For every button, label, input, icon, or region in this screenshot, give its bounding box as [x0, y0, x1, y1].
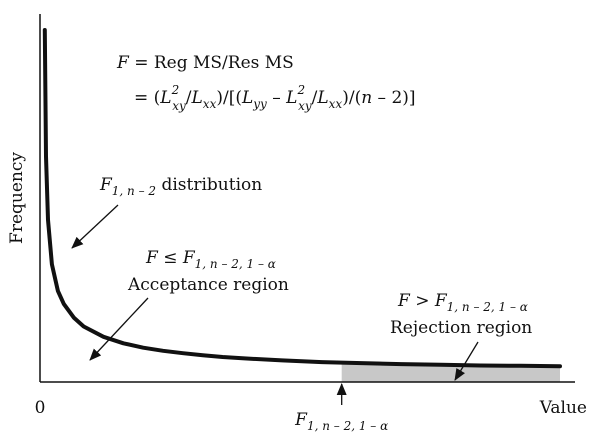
rejection-arrow [454, 341, 479, 381]
rejection-region-label: Rejection region [390, 318, 532, 338]
x-axis-label: Value [539, 398, 587, 418]
y-axis-label: Frequency [7, 152, 27, 244]
density-curve [42, 28, 562, 369]
distribution-arrow [71, 204, 119, 249]
rejection-condition-label: F > F1, n – 2, 1 – α [397, 291, 528, 314]
equation-line-1: F = Reg MS/Res MS [116, 53, 294, 73]
acceptance-arrow [89, 297, 149, 361]
distribution-label: F1, n – 2 distribution [99, 175, 262, 198]
acceptance-condition-label: F ≤ F1, n – 2, 1 – α [145, 248, 276, 271]
critical-value-label: F1, n – 2, 1 – α [294, 410, 388, 433]
x-origin-tick-label: 0 [35, 398, 46, 418]
acceptance-region-label: Acceptance region [127, 275, 289, 295]
